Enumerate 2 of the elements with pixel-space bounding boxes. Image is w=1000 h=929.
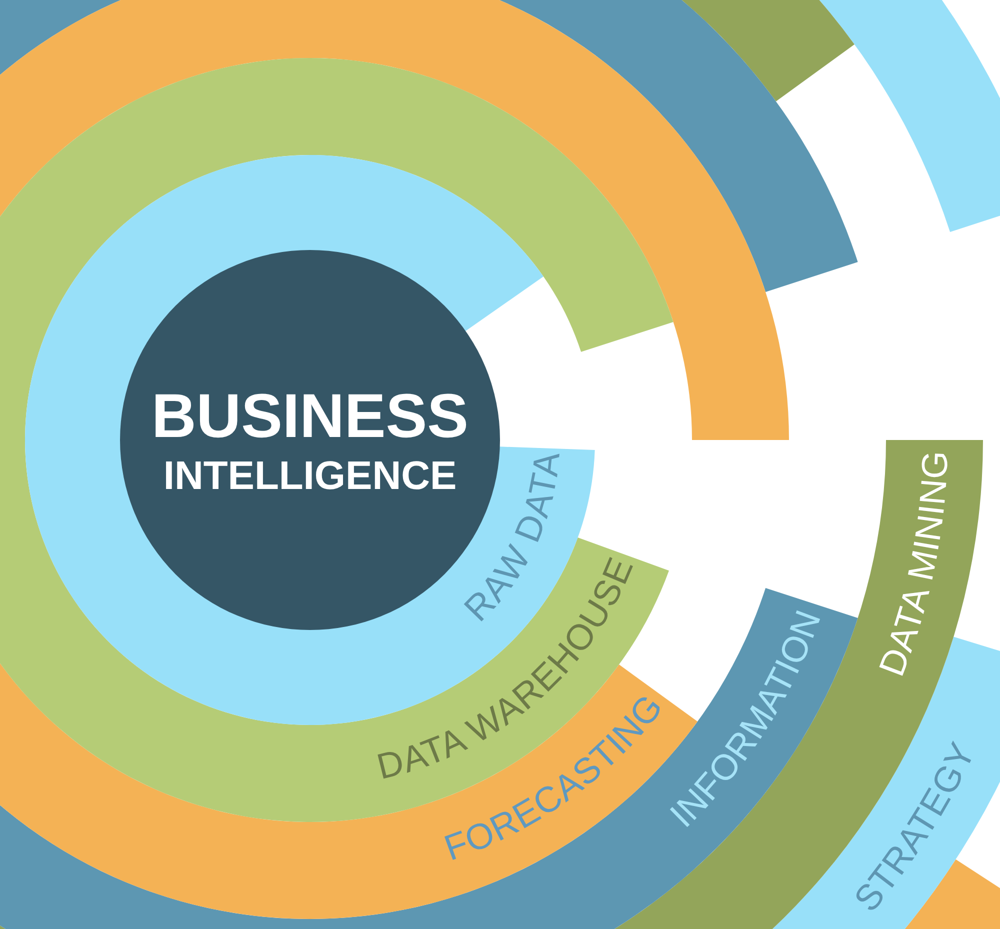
center-title: BUSINESS: [152, 381, 468, 453]
center-subtitle: INTELLIGENCE: [163, 452, 457, 499]
